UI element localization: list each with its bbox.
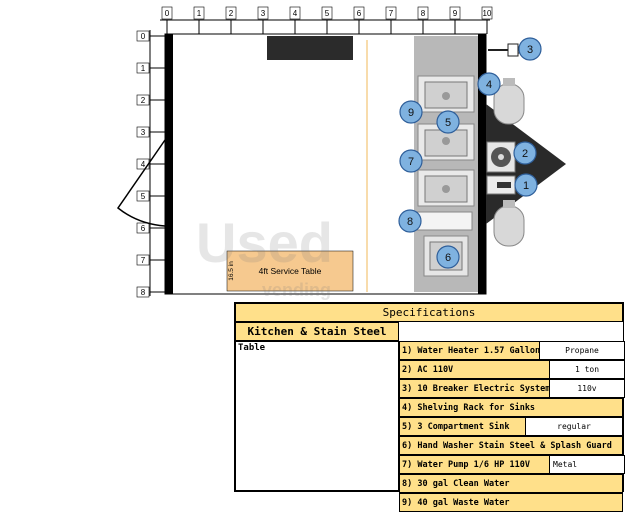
spec-item-label: 9) 40 gal Waste Water bbox=[402, 498, 510, 508]
svg-text:vending: vending bbox=[262, 280, 331, 300]
callout-8: 8 bbox=[398, 209, 422, 233]
svg-text:Used: Used bbox=[196, 211, 333, 274]
left-wall bbox=[165, 34, 173, 294]
left-ruler-tick: 3 bbox=[141, 128, 146, 137]
left-ruler: 0 1 2 3 4 5 6 7 8 bbox=[136, 30, 165, 298]
water-heater-icon bbox=[486, 175, 516, 195]
left-ruler-tick: 8 bbox=[141, 288, 146, 297]
top-ruler-tick: 10 bbox=[483, 9, 492, 18]
top-ruler: 0 1 2 3 4 5 6 7 8 9 10 bbox=[160, 6, 493, 34]
callouts: 1 2 3 4 5 6 7 8 9 bbox=[398, 37, 542, 269]
specifications-table: Specifications Kitchen & Stain Steel Tab… bbox=[234, 302, 625, 512]
left-ruler-tick: 1 bbox=[141, 64, 146, 73]
spec-item-label: 1) Water Heater 1.57 Gallons bbox=[402, 346, 546, 356]
top-ruler-tick: 8 bbox=[421, 9, 426, 18]
ac-unit-icon bbox=[486, 141, 516, 173]
spec-item-label: 8) 30 gal Clean Water bbox=[402, 479, 510, 489]
svg-text:2: 2 bbox=[522, 148, 528, 160]
kitchen-section-heading: Kitchen & Stain Steel bbox=[235, 322, 399, 341]
power-plug-icon bbox=[488, 43, 523, 57]
top-ruler-tick: 5 bbox=[325, 9, 330, 18]
left-ruler-tick: 7 bbox=[141, 256, 146, 265]
service-table-dimension: 16.5 in bbox=[228, 261, 235, 281]
left-ruler-tick: 0 bbox=[141, 32, 146, 41]
svg-text:5: 5 bbox=[445, 117, 451, 129]
top-ruler-tick: 7 bbox=[389, 9, 394, 18]
serving-window bbox=[267, 36, 353, 60]
svg-text:7: 7 bbox=[408, 156, 414, 168]
left-ruler-tick: 6 bbox=[141, 224, 146, 233]
callout-7: 7 bbox=[399, 149, 423, 173]
spec-item-value: 1 ton bbox=[549, 360, 625, 379]
propane-tank-bottom bbox=[493, 200, 525, 247]
svg-text:1: 1 bbox=[523, 180, 529, 192]
spec-item-6: 6) Hand Washer Stain Steel & Splash Guar… bbox=[399, 436, 623, 455]
spec-item-label: 6) Hand Washer Stain Steel & Splash Guar… bbox=[402, 441, 612, 451]
service-table-label: 4ft Service Table bbox=[259, 266, 322, 276]
spec-item-value: Metal bbox=[549, 455, 625, 474]
callout-1: 1 bbox=[514, 173, 538, 197]
callout-9: 9 bbox=[399, 100, 423, 124]
top-ruler-tick: 9 bbox=[453, 9, 458, 18]
top-ruler-tick: 1 bbox=[197, 9, 202, 18]
left-ruler-tick: 5 bbox=[141, 192, 146, 201]
specifications-title: Specifications bbox=[235, 303, 623, 322]
spec-item-value: Propane bbox=[539, 341, 625, 360]
propane-tank-top bbox=[493, 78, 525, 125]
spec-item-value: regular bbox=[525, 417, 623, 436]
spec-item-4: 4) Shelving Rack for Sinks bbox=[399, 398, 623, 417]
used-vending-watermark: Used vending bbox=[196, 211, 333, 300]
svg-text:3: 3 bbox=[527, 44, 533, 56]
callout-6: 6 bbox=[436, 245, 460, 269]
spec-item-label: 4) Shelving Rack for Sinks bbox=[402, 403, 536, 413]
top-ruler-tick: 3 bbox=[261, 9, 266, 18]
left-ruler-tick: 2 bbox=[141, 96, 146, 105]
svg-text:6: 6 bbox=[445, 252, 451, 264]
callout-5: 5 bbox=[436, 110, 460, 134]
spec-item-8: 8) 30 gal Clean Water bbox=[399, 474, 623, 493]
top-ruler-tick: 6 bbox=[357, 9, 362, 18]
spec-item-label: 5) 3 Compartment Sink bbox=[402, 422, 510, 432]
kitchen-section-body: Table bbox=[235, 341, 399, 491]
top-ruler-tick: 2 bbox=[229, 9, 234, 18]
spec-item-9: 9) 40 gal Waste Water bbox=[399, 493, 623, 512]
top-ruler-tick: 4 bbox=[293, 9, 298, 18]
water-tank bbox=[413, 211, 473, 231]
three-compartment-sink bbox=[417, 75, 475, 207]
right-wall bbox=[478, 34, 486, 294]
callout-3: 3 bbox=[518, 37, 542, 61]
svg-text:9: 9 bbox=[408, 107, 414, 119]
spec-item-label: 3) 10 Breaker Electric System 30A bbox=[402, 384, 571, 394]
service-table: 4ft Service Table 16.5 in bbox=[226, 250, 354, 292]
callout-2: 2 bbox=[513, 141, 537, 165]
spec-item-label: 2) AC 110V bbox=[402, 365, 454, 375]
rear-door-swing bbox=[116, 139, 166, 227]
spec-item-value: 110v bbox=[549, 379, 625, 398]
svg-text:8: 8 bbox=[407, 216, 413, 228]
callout-4: 4 bbox=[477, 72, 501, 96]
svg-text:4: 4 bbox=[486, 79, 492, 91]
left-ruler-tick: 4 bbox=[141, 160, 146, 169]
spec-item-label: 7) Water Pump 1/6 HP 110V bbox=[402, 460, 530, 470]
top-ruler-tick: 0 bbox=[165, 9, 170, 18]
